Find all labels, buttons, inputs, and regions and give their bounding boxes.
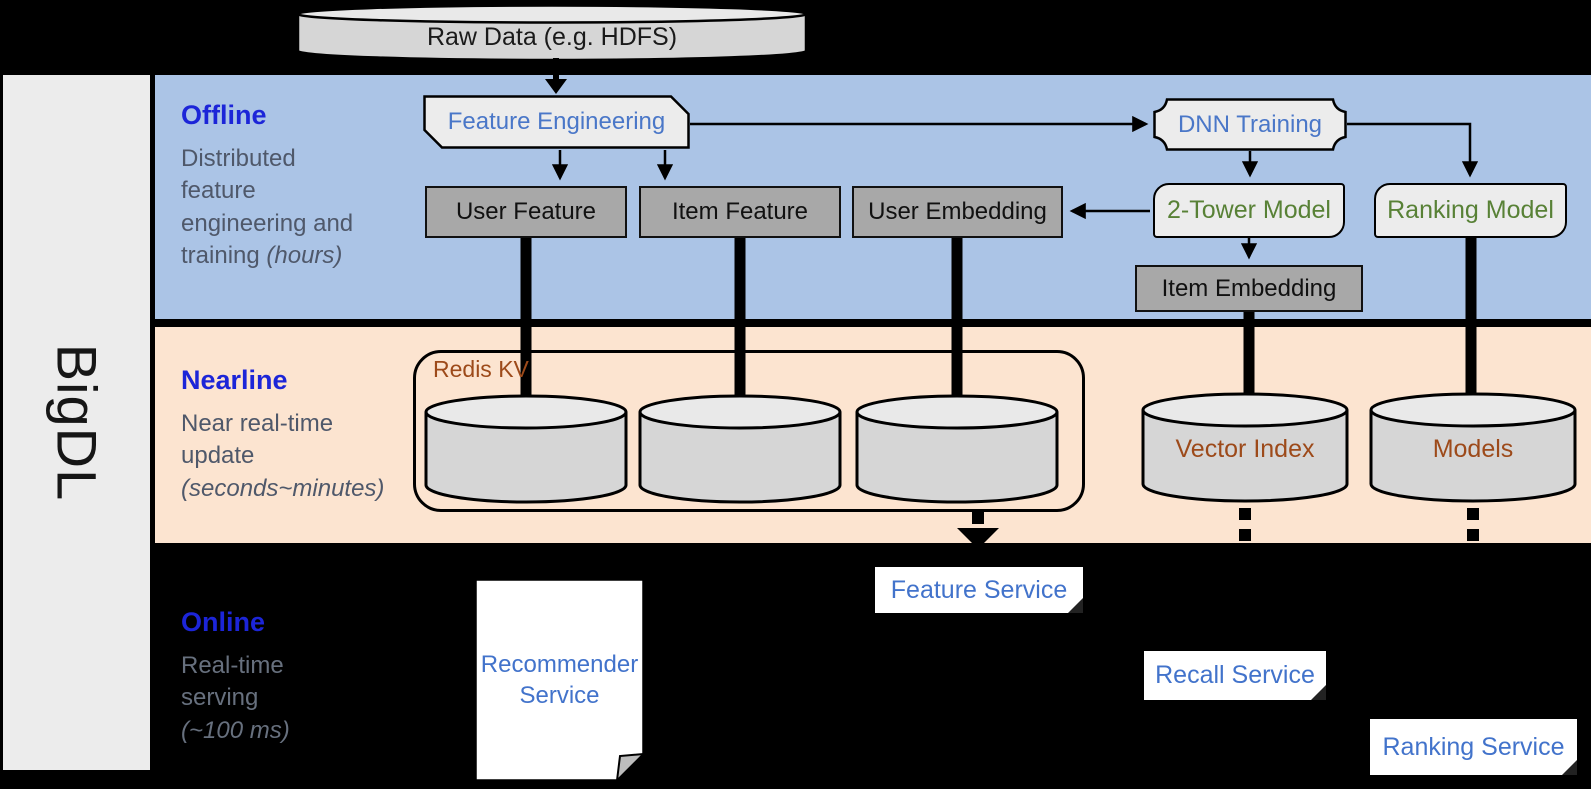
redis-cylinder-3 bbox=[854, 393, 1060, 505]
item-embedding-node: Item Embedding bbox=[1135, 265, 1363, 312]
offline-subtitle: Distributed feature engineering and trai… bbox=[181, 143, 381, 273]
user-embedding-label: User Embedding bbox=[868, 198, 1047, 225]
dnn-training-node: DNN Training bbox=[1153, 98, 1347, 151]
item-feature-node: Item Feature bbox=[639, 186, 841, 238]
ranking-model-label: Ranking Model bbox=[1387, 196, 1554, 224]
models-store: Models bbox=[1368, 391, 1578, 505]
ranking-model-node: Ranking Model bbox=[1374, 183, 1567, 238]
user-feature-label: User Feature bbox=[455, 198, 597, 225]
feature-service-label: Feature Service bbox=[890, 575, 1068, 604]
redis-kv-label: Redis KV bbox=[433, 356, 529, 382]
online-subtitle-note: (~100 ms) bbox=[181, 716, 290, 744]
item-embedding-label: Item Embedding bbox=[1161, 274, 1337, 302]
raw-data-store: Raw Data (e.g. HDFS) bbox=[296, 4, 808, 62]
feature-engineering-label: Feature Engineering bbox=[447, 108, 666, 135]
cylinder-shape bbox=[638, 394, 842, 504]
raw-data-cylinder bbox=[296, 4, 808, 62]
brand-bar: BigDL bbox=[3, 75, 150, 770]
offline-subtitle-note: (hours) bbox=[266, 242, 343, 270]
document-shape bbox=[474, 578, 645, 782]
raw-data-label: Raw Data (e.g. HDFS) bbox=[426, 22, 678, 51]
offline-subtitle-text: Distributed feature engineering and trai… bbox=[181, 145, 354, 270]
recall-service-node: Recall Service bbox=[1144, 651, 1326, 700]
vector-index-store: Vector Index bbox=[1140, 391, 1350, 505]
online-title: Online bbox=[181, 607, 266, 637]
redis-cylinder-1 bbox=[423, 393, 629, 505]
nearline-subtitle: Near real-time update (seconds~minutes) bbox=[181, 408, 411, 505]
vector-index-label: Vector Index bbox=[1175, 435, 1315, 463]
brand-label: BigDL bbox=[45, 343, 108, 502]
online-subtitle-text: Real-time serving bbox=[181, 652, 284, 712]
offline-title: Offline bbox=[181, 100, 267, 130]
user-feature-node: User Feature bbox=[425, 186, 627, 238]
two-tower-model-label: 2-Tower Model bbox=[1167, 196, 1331, 224]
redis-kv-container bbox=[413, 350, 1085, 512]
plaque-shape bbox=[1153, 98, 1347, 151]
feature-engineering-node: Feature Engineering bbox=[423, 95, 690, 149]
feature-service-node: Feature Service bbox=[875, 567, 1083, 613]
recommender-service-label: Recommender Service bbox=[480, 650, 639, 709]
cylinder-shape bbox=[424, 394, 628, 504]
cylinder-shape bbox=[855, 394, 1059, 504]
cylinder-shape bbox=[1141, 392, 1349, 503]
item-feature-label: Item Feature bbox=[671, 198, 809, 225]
nearline-title: Nearline bbox=[181, 365, 288, 395]
dnn-training-label: DNN Training bbox=[1177, 110, 1323, 138]
ranking-service-label: Ranking Service bbox=[1382, 732, 1565, 761]
recall-service-label: Recall Service bbox=[1155, 661, 1315, 689]
online-subtitle: Real-time serving (~100 ms) bbox=[181, 650, 401, 747]
recommender-service-node: Recommender Service bbox=[474, 578, 645, 782]
two-tower-model-node: 2-Tower Model bbox=[1153, 183, 1345, 238]
models-label: Models bbox=[1432, 435, 1514, 463]
cylinder-shape bbox=[1369, 392, 1577, 503]
user-embedding-node: User Embedding bbox=[852, 186, 1063, 238]
snip-corner-shape bbox=[423, 95, 690, 149]
ranking-service-node: Ranking Service bbox=[1370, 719, 1577, 775]
nearline-subtitle-text: Near real-time update bbox=[181, 410, 334, 470]
nearline-subtitle-note: (seconds~minutes) bbox=[181, 474, 385, 502]
redis-cylinder-2 bbox=[637, 393, 843, 505]
